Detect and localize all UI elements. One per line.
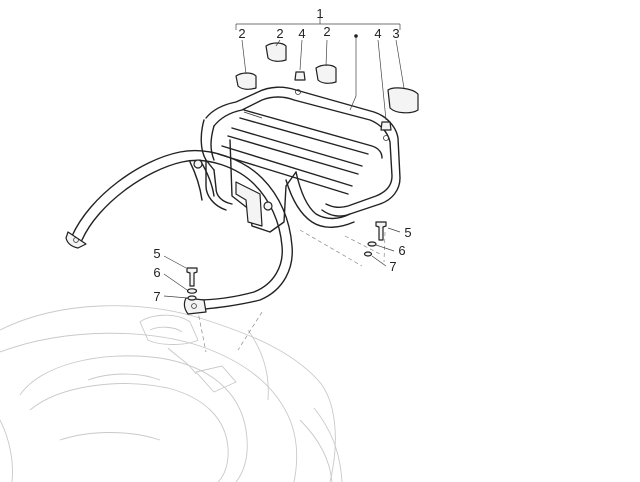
callout-5-screw-left: 5 <box>153 246 161 261</box>
callout-1-assembly: 1 <box>316 6 324 21</box>
tube-cover-right <box>315 64 337 84</box>
screw-left <box>186 267 198 287</box>
end-cap-right <box>380 121 392 131</box>
callout-2-cover-left: 2 <box>238 26 246 41</box>
assembly-guide-lines <box>195 229 386 353</box>
luggage-rack <box>200 86 401 233</box>
callout-2-cover-right: 2 <box>323 24 331 39</box>
callout-bracket <box>235 18 401 30</box>
callout-7-nut-right: 7 <box>389 259 397 274</box>
tube-cover-middle <box>265 42 287 62</box>
tube-cover-left <box>235 72 257 90</box>
end-cap-left <box>294 71 306 81</box>
callout-4-cap-left: 4 <box>298 26 306 41</box>
support-frame <box>65 149 293 315</box>
screw-right <box>375 221 387 241</box>
reference-dot <box>354 34 358 38</box>
washer-right <box>367 241 377 247</box>
nut-left <box>187 295 197 301</box>
callout-3-pad: 3 <box>392 26 400 41</box>
callout-2-cover-middle: 2 <box>276 26 284 41</box>
callout-5-screw-right: 5 <box>404 225 412 240</box>
callout-6-washer-right: 6 <box>398 243 406 258</box>
leader-lines <box>163 36 405 299</box>
scooter-body-outline <box>0 305 343 482</box>
callout-7-nut-left: 7 <box>153 289 161 304</box>
washer-left <box>186 288 198 294</box>
nut-right <box>363 251 373 257</box>
callout-6-washer-left: 6 <box>153 265 161 280</box>
callout-4-cap-right: 4 <box>374 26 382 41</box>
rubber-pad <box>387 87 419 114</box>
